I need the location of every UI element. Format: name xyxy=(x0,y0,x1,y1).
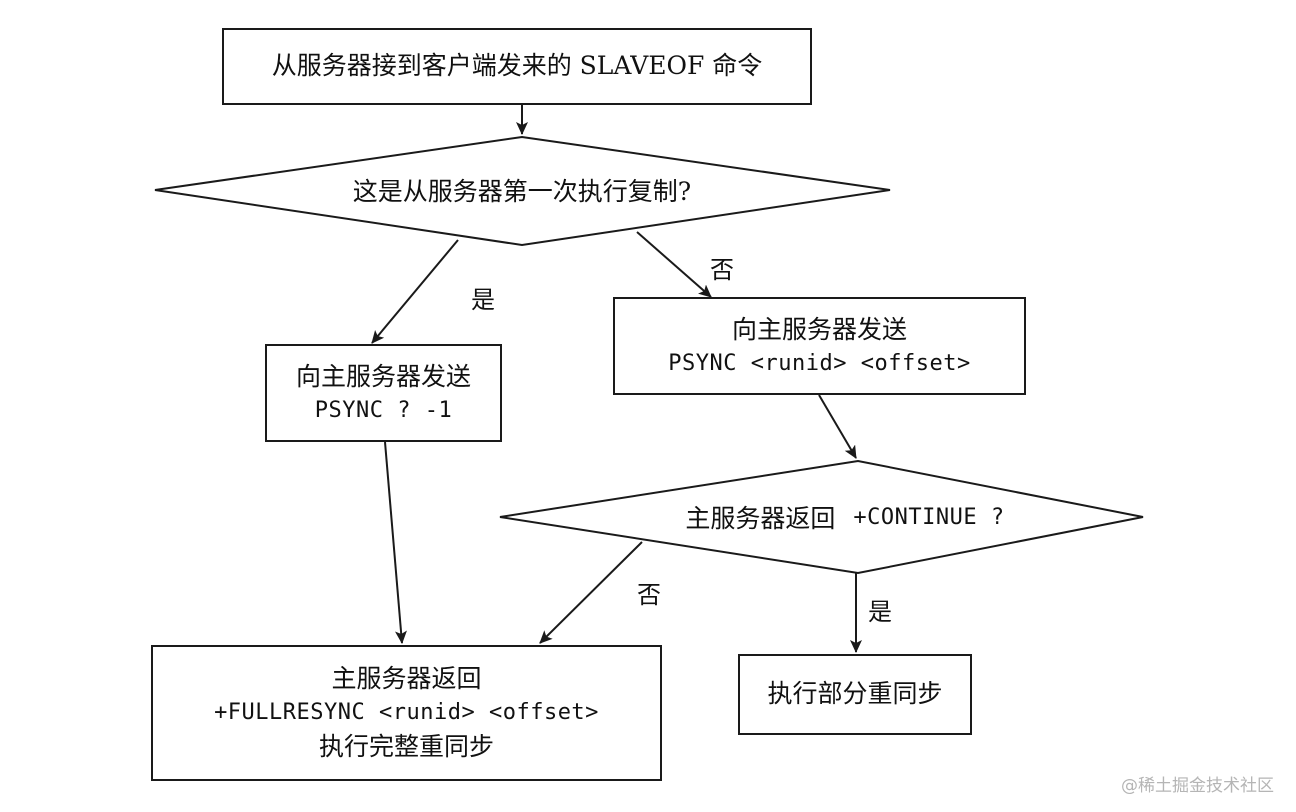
decision-diamond-continue xyxy=(499,459,1144,575)
psync-full-line2: PSYNC ? -1 xyxy=(314,398,453,424)
psync-full-line1: 向主服务器发送 xyxy=(295,361,471,391)
decision-continue-line2: +CONTINUE ? xyxy=(853,504,1005,530)
decision-continue-line1: 主服务器返回 xyxy=(685,504,836,533)
partial-sync-text: 执行部分重同步 xyxy=(767,679,943,709)
arrow-psync-partial-to-continue xyxy=(818,394,857,459)
edge-label-first-no: 否 xyxy=(710,256,734,284)
edge-label-continue-yes: 是 xyxy=(868,598,892,626)
decision-diamond-first xyxy=(154,135,891,247)
psync-partial-box: 向主服务器发送 PSYNC <runid> <offset> xyxy=(613,297,1026,395)
fullresync-line2: +FULLRESYNC <runid> <offset> xyxy=(214,700,599,726)
arrow-decision-to-psync-partial xyxy=(636,231,712,298)
start-box: 从服务器接到客户端发来的 SLAVEOF 命令 xyxy=(222,28,812,105)
decision-first-label: 这是从服务器第一次执行复制? xyxy=(352,177,692,206)
psync-partial-line1: 向主服务器发送 xyxy=(731,314,907,344)
decision-continue-text: 主服务器返回 +CONTINUE ? xyxy=(610,495,1080,539)
psync-full-box: 向主服务器发送 PSYNC ? -1 xyxy=(265,344,502,442)
start-box-text: 从服务器接到客户端发来的 SLAVEOF 命令 xyxy=(271,51,763,81)
fullresync-box: 主服务器返回 +FULLRESYNC <runid> <offset> 执行完整… xyxy=(151,645,662,781)
decision-first-text: 这是从服务器第一次执行复制? xyxy=(230,168,814,212)
fullresync-line1: 主服务器返回 xyxy=(331,663,482,693)
partial-sync-box: 执行部分重同步 xyxy=(738,654,972,735)
arrow-decision-to-psync-full xyxy=(371,239,459,344)
psync-partial-line2: PSYNC <runid> <offset> xyxy=(668,351,971,377)
fullresync-line3: 执行完整重同步 xyxy=(318,731,494,761)
arrow-psync-full-to-fullresync xyxy=(384,441,407,644)
edge-label-first-yes: 是 xyxy=(471,286,495,314)
watermark: @稀土掘金技术社区 xyxy=(1121,776,1274,796)
edge-label-continue-no: 否 xyxy=(637,581,661,609)
arrow-continue-no-to-fullresync xyxy=(539,541,643,644)
